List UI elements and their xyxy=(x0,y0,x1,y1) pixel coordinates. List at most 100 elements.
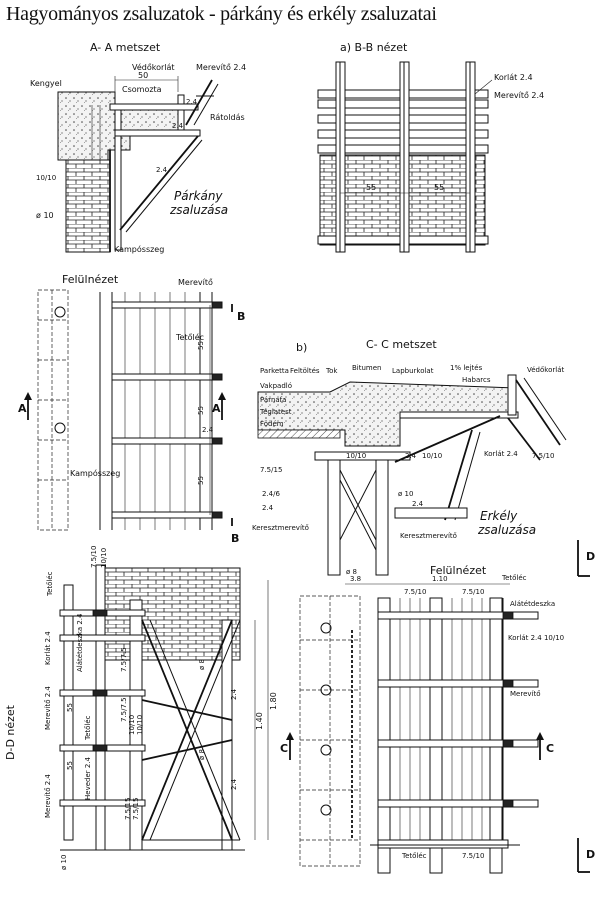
section-aa: A- A metszet Védőkorlát Merevítő 2.4 50 … xyxy=(30,41,246,254)
dd-hevederk: Heveder 2.4 xyxy=(84,756,92,800)
bb-merevito: Merevítő 2.4 xyxy=(494,91,544,100)
top2-tetolec2: Tetőléc xyxy=(401,851,427,860)
cc-bitumen: Bitumen xyxy=(352,364,382,372)
cc-title: C- C metszet xyxy=(366,338,437,351)
top1-tetolec: Tetőléc xyxy=(175,332,204,342)
dd-tetolec2: Tetőléc xyxy=(83,715,92,741)
under-board xyxy=(114,129,201,137)
cc-lapburkolat: Lapburkolat xyxy=(392,367,434,375)
top2-dim110: 1.10 xyxy=(432,575,448,583)
cc-post-right xyxy=(375,454,389,576)
dd-tetolec: Tetőléc xyxy=(45,571,54,597)
dd-phi10: ø 10 xyxy=(60,855,68,870)
top2-merevito: Merevítő xyxy=(510,689,541,698)
label-merevito: Merevítő 2.4 xyxy=(196,63,246,72)
top2-post-3 xyxy=(489,597,503,874)
top1-dim1: 55 xyxy=(197,341,205,350)
top2-dim7510c: 7.5/10 xyxy=(462,852,484,860)
top2-cutC2: C xyxy=(546,742,554,755)
cc-lejtes: 1% lejtés xyxy=(450,364,483,372)
top1-dim2: 55 xyxy=(197,406,205,415)
dd-merevito2: Merevítő 2.4 xyxy=(43,774,52,818)
top1-kampossz: Kampósszeg xyxy=(70,468,120,478)
top1-cutB1: B xyxy=(237,310,245,323)
label-kampossz: Kampósszeg xyxy=(114,244,164,254)
cc-dim7515: 7.5/15 xyxy=(260,466,282,474)
cc-teglatest: Téglatest xyxy=(259,408,292,416)
cc-guard-rail xyxy=(515,379,561,446)
top2-korlat: Korlát 2.4 10/10 xyxy=(508,634,564,642)
cc-parketta: Parketta xyxy=(260,367,289,375)
top1-merevito: Merevítő xyxy=(178,278,213,287)
cc-parnafa: Párnafa xyxy=(260,396,286,404)
cc-habarcs: Habarcs xyxy=(462,376,491,384)
cc-dim246: 2.4/6 xyxy=(262,490,280,498)
section-aa-title: A- A metszet xyxy=(90,41,161,54)
cc-phi10: ø 10 xyxy=(398,490,413,498)
top1-dim3: 55 xyxy=(197,476,205,485)
cc-dim24a: 2.4 xyxy=(405,452,417,460)
dd-alatetdeszka: Alátétdeszka 2.4 xyxy=(76,613,84,672)
dd-title: D-D nézet xyxy=(4,704,17,760)
dd-dim140: 1.40 xyxy=(255,712,264,730)
label-phi10: ø 10 xyxy=(36,211,54,220)
cc-fodem: Födém xyxy=(260,420,284,428)
dd-dim1010a: 10/10 xyxy=(100,548,108,568)
cc-post-left xyxy=(327,454,341,576)
dd-dim7515a: 7.5/15 xyxy=(124,798,132,820)
dd-dim7510a: 7.5/10 xyxy=(90,546,98,568)
top2-tetolec: Tetőléc xyxy=(501,573,527,582)
cc-dim1010b: 10/10 xyxy=(422,452,442,460)
dd-post-left xyxy=(63,584,74,841)
cc-keresztmerevito1: Keresztmerevítő xyxy=(252,523,309,532)
label-kengyel: Kengyel xyxy=(30,79,62,88)
cc-keresztmerevito2: Keresztmerevítő xyxy=(400,531,457,540)
top1-cutA2: A xyxy=(212,402,221,415)
top2-title: Felülnézet xyxy=(430,564,487,577)
top2-cutD: D xyxy=(586,848,595,861)
cc-feltoltes: Feltöltés xyxy=(290,367,320,375)
cc-tag: b) xyxy=(296,341,307,354)
top2-dim38: 3.8 xyxy=(350,575,361,583)
cc-dim24b: 2.4 xyxy=(262,504,274,512)
dd-korlat: Korlát 2.4 xyxy=(44,631,52,665)
dd-dim180: 1.80 xyxy=(269,692,278,710)
cc-phi8: ø 8 xyxy=(346,568,357,576)
label-vedokorlat: Védőkorlát xyxy=(132,62,175,72)
cc-korlat: Korlát 2.4 xyxy=(484,450,518,458)
top2-dim7510b: 7.5/10 xyxy=(462,588,484,596)
label-dim24a: 2.4 xyxy=(186,98,198,106)
dd-dim55a: 55 xyxy=(66,703,74,712)
dd-dim24b: 2.4 xyxy=(230,778,238,790)
cc-dim7510: 7.5/10 xyxy=(532,452,554,460)
top-view-2: Felülnézet xyxy=(280,564,595,874)
label-dim24b: 2.4 xyxy=(172,122,184,130)
bb-dim2: 55 xyxy=(434,183,444,192)
dd-phi8a: ø 8 xyxy=(198,659,206,670)
brick-wall xyxy=(65,159,111,253)
top2-alatetdeszka: Alátétdeszka xyxy=(510,600,555,608)
top1-cutB2: B xyxy=(231,532,239,545)
dd-merevito: Merevítő 2.4 xyxy=(43,686,52,730)
top2-post-1 xyxy=(377,597,391,874)
top1-cutA1: A xyxy=(18,402,27,415)
label-dim50: 50 xyxy=(138,71,148,80)
label-parkany2: zsaluzása xyxy=(169,203,228,217)
cc-vakpadlo: Vakpadló xyxy=(260,382,292,390)
dd-dim55b: 55 xyxy=(66,761,74,770)
dd-dim1010b: 10/10 xyxy=(128,715,136,735)
dd-dim1010c: 10/10 xyxy=(136,715,144,735)
label-dim24c: 2.4 xyxy=(156,166,168,174)
section-bb: a) B-B nézet 55 55 Korlát 2.4 Merevítő 2… xyxy=(317,41,544,253)
cc-dim1010a: 10/10 xyxy=(346,452,366,460)
cc-erkely1: Erkély xyxy=(480,509,518,523)
dd-dim7575a: 7.5/7.5 xyxy=(120,647,128,672)
top2-cutC1: C xyxy=(280,742,288,755)
label-csomoztas: Csomozta xyxy=(122,85,162,94)
cc-vedokorlat: Védőkorlát xyxy=(527,365,564,374)
page-title: Hagyományos zsaluzatok - párkány és erké… xyxy=(6,3,437,25)
label-dim1010: 10/10 xyxy=(36,174,56,182)
top2-dim7510a: 7.5/10 xyxy=(404,588,426,596)
cc-tok: Tok xyxy=(325,367,338,375)
